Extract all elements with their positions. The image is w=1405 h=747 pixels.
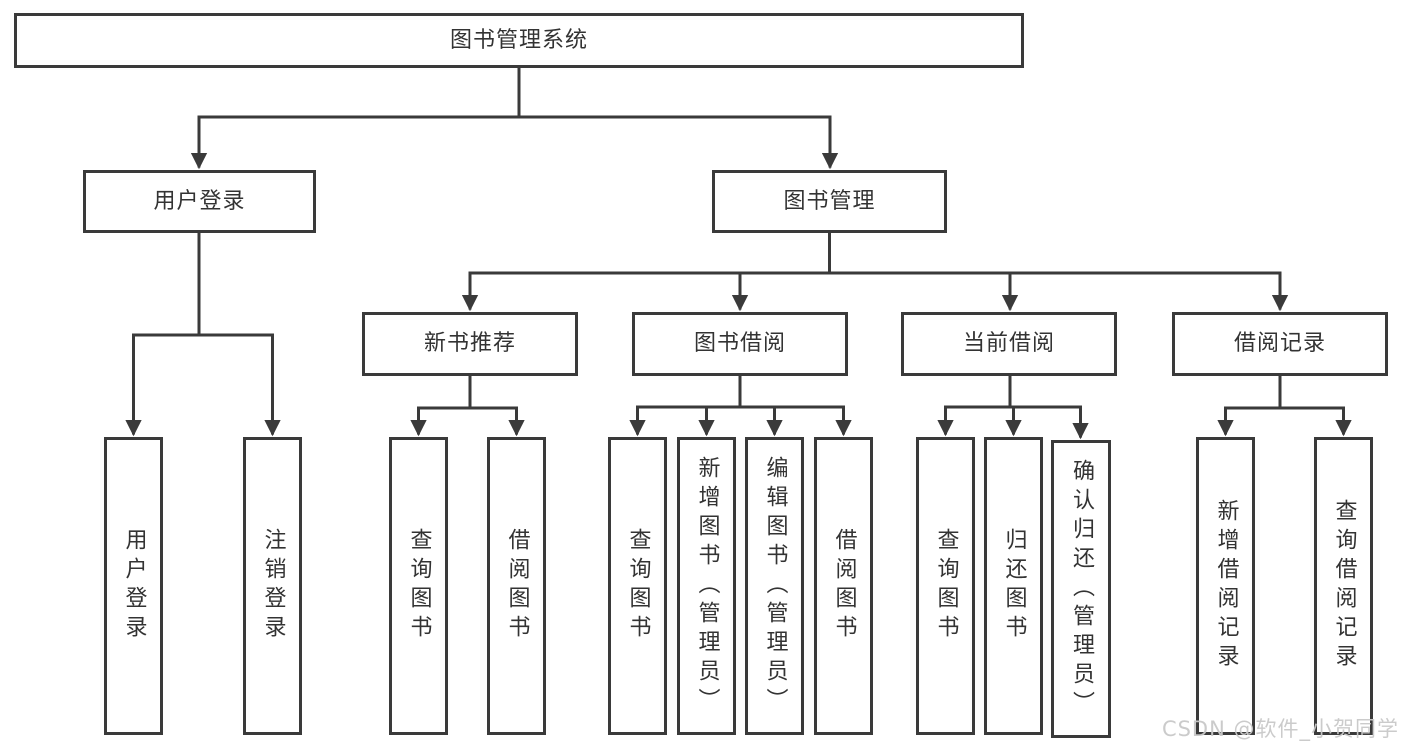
leaf-user-login: 用户登录	[104, 437, 163, 735]
node-user-login: 用户登录	[83, 170, 316, 233]
leaf-query-books-recommend: 查询图书	[389, 437, 448, 735]
leaf-query-books-current: 查询图书	[916, 437, 975, 735]
node-book-borrow: 图书借阅	[632, 312, 848, 376]
leaf-confirm-return-admin: 确认归还（管理员）	[1051, 440, 1111, 738]
leaf-add-book-admin: 新增图书（管理员）	[677, 437, 736, 735]
node-current-borrow: 当前借阅	[901, 312, 1117, 376]
leaf-borrow-books-recommend: 借阅图书	[487, 437, 546, 735]
leaf-return-books: 归还图书	[984, 437, 1043, 735]
csdn-watermark: CSDN @软件_小贺同学	[1161, 717, 1399, 741]
leaf-logout: 注销登录	[243, 437, 302, 735]
node-root: 图书管理系统	[14, 13, 1024, 68]
leaf-query-books-borrow: 查询图书	[608, 437, 667, 735]
leaf-query-borrow-record: 查询借阅记录	[1314, 437, 1373, 735]
leaf-borrow-books-borrow: 借阅图书	[814, 437, 873, 735]
leaf-add-borrow-record: 新增借阅记录	[1196, 437, 1255, 735]
node-new-book-recommend: 新书推荐	[362, 312, 578, 376]
leaf-edit-book-admin: 编辑图书（管理员）	[745, 437, 804, 735]
node-borrow-records: 借阅记录	[1172, 312, 1388, 376]
node-book-management: 图书管理	[712, 170, 947, 233]
